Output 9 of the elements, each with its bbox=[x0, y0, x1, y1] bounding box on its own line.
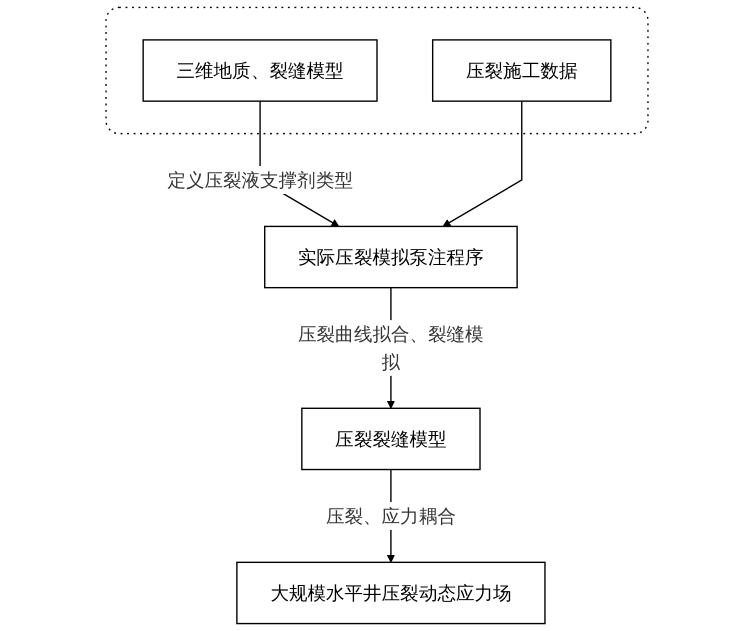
arrow bbox=[442, 101, 522, 227]
node-box: 实际压裂模拟泵注程序 bbox=[264, 226, 518, 288]
node-box: 三维地质、裂缝模型 bbox=[142, 39, 378, 102]
edge-label: 压裂曲线拟合、裂缝模拟 bbox=[298, 322, 484, 374]
node-box: 压裂施工数据 bbox=[432, 39, 612, 102]
node-box: 压裂裂缝模型 bbox=[301, 408, 481, 470]
node-box: 大规模水平井压裂动态应力场 bbox=[236, 562, 546, 624]
edge-label: 压裂、应力耦合 bbox=[326, 504, 456, 528]
edge-label: 定义压裂液支撑剂类型 bbox=[167, 168, 353, 192]
